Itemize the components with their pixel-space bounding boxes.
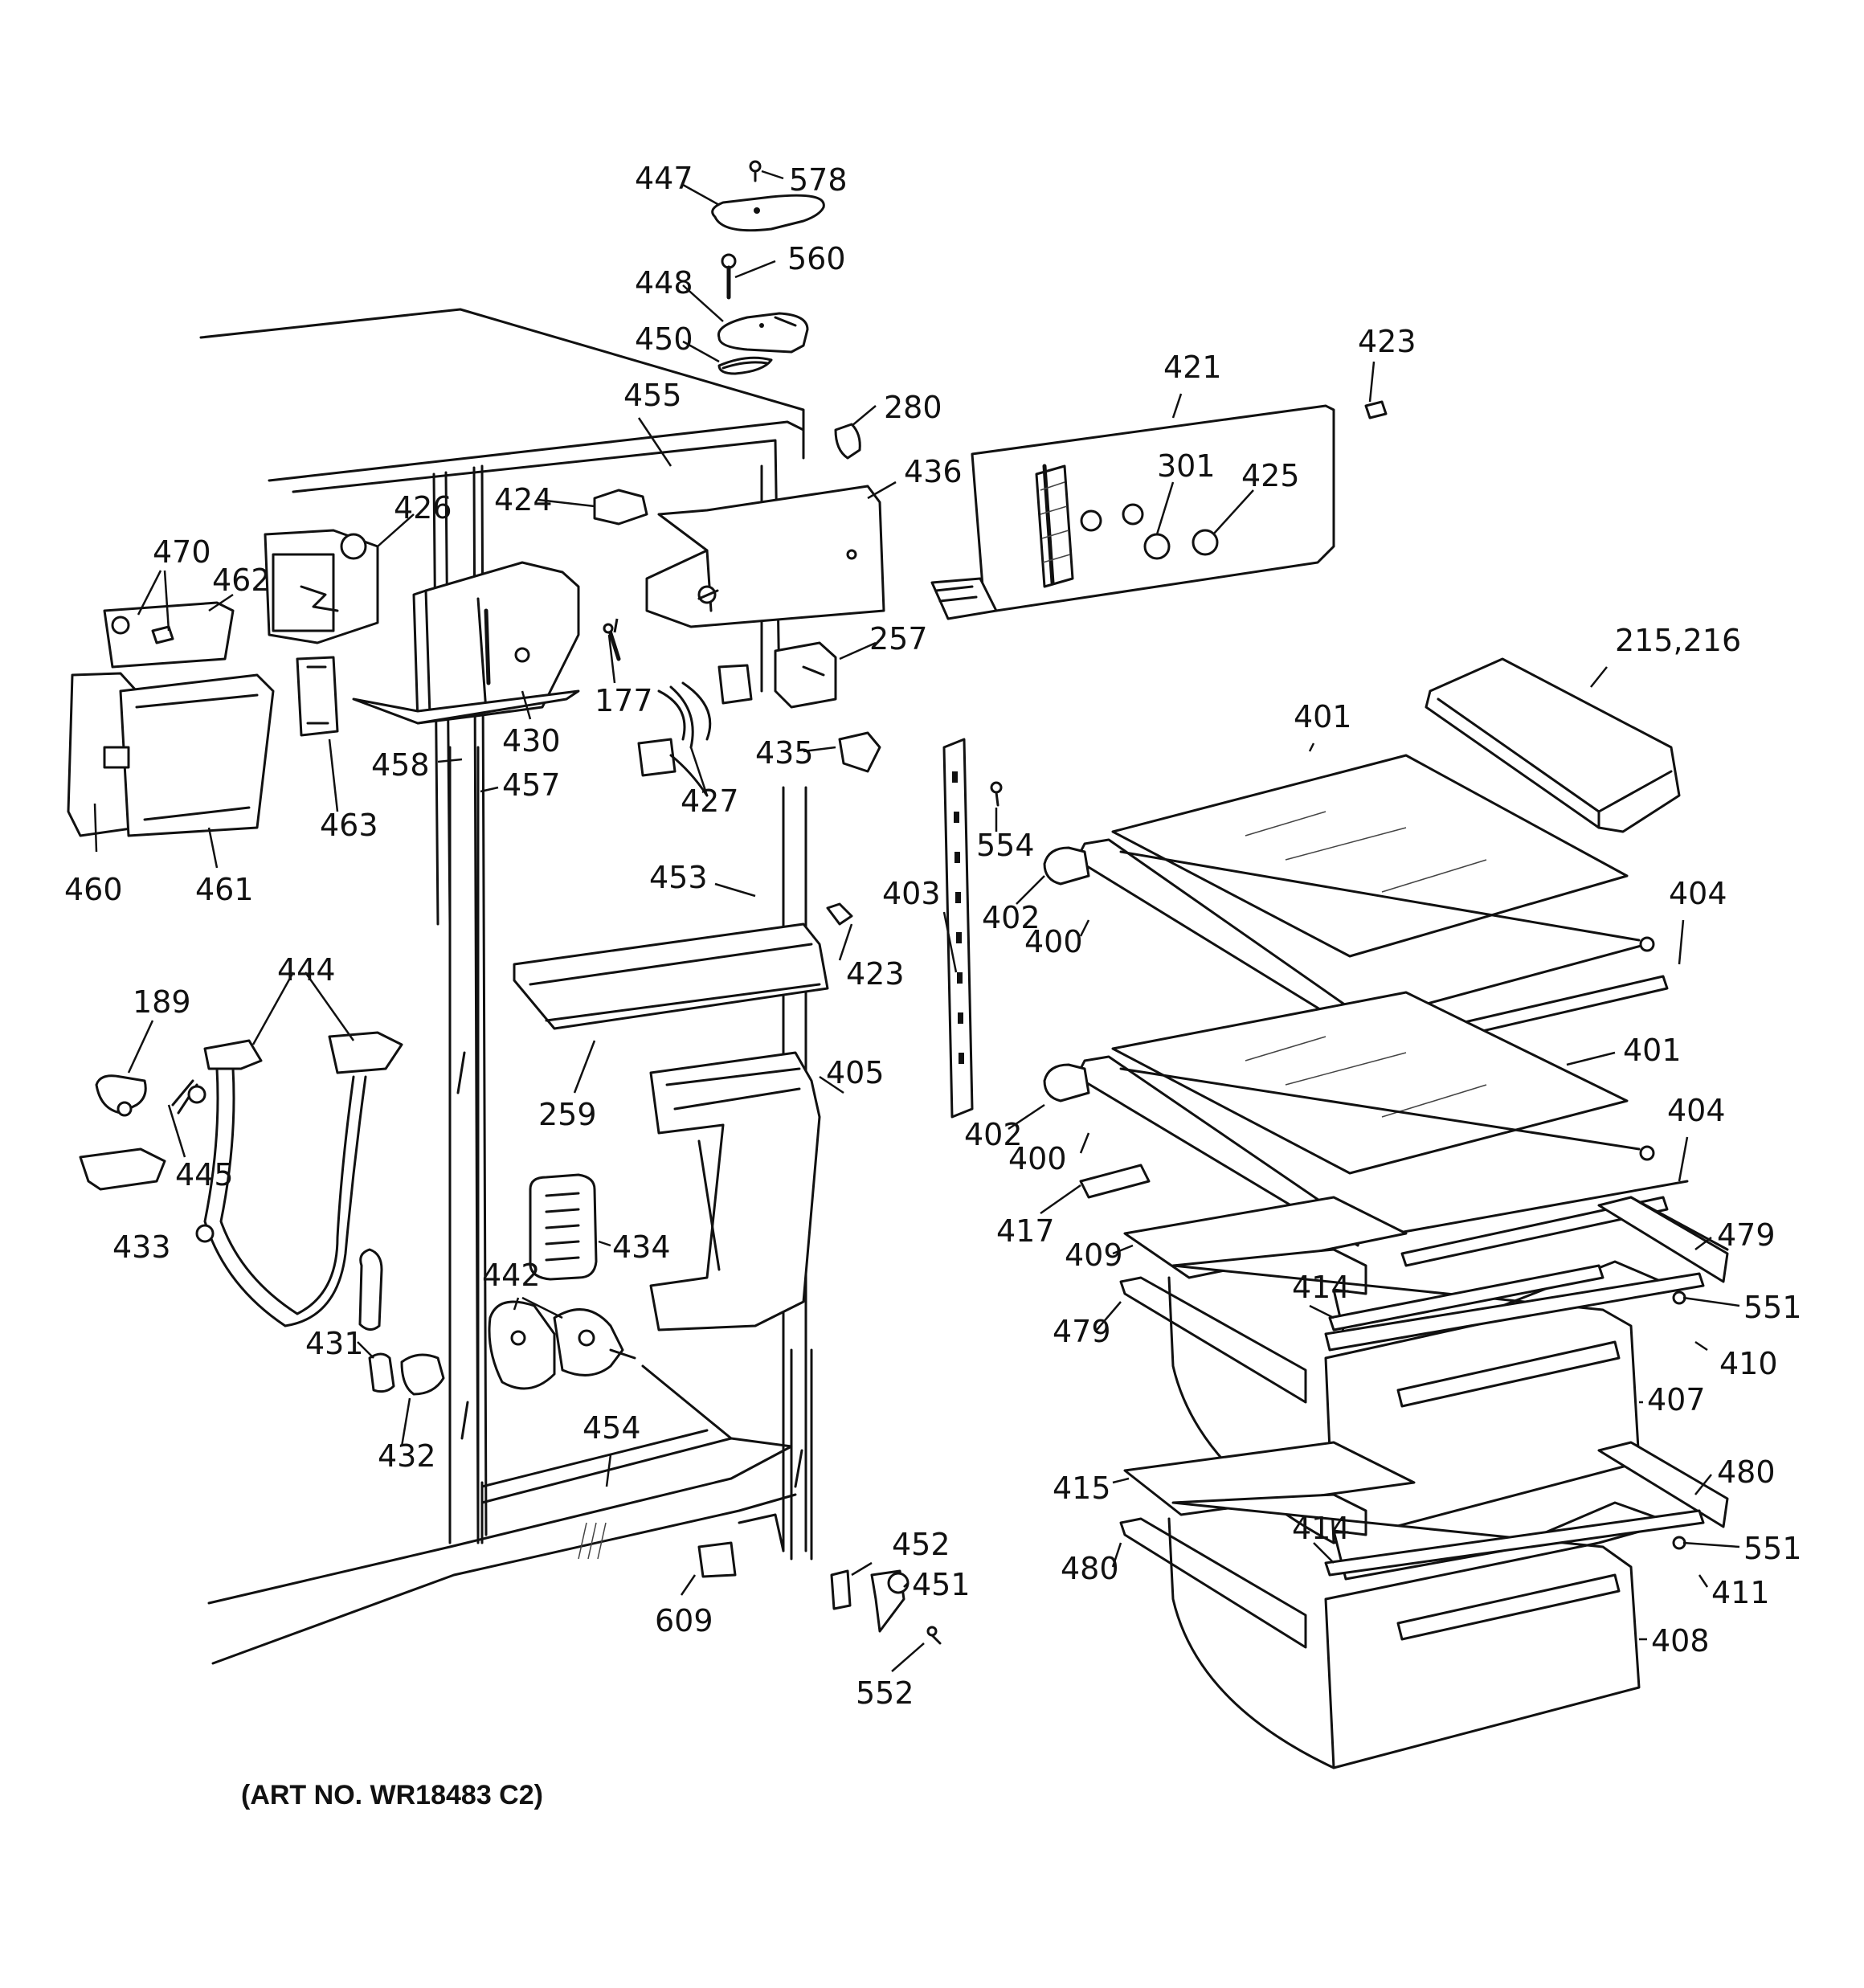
glass-shelf-lower (1043, 991, 1689, 1267)
callout-189: 189 (133, 984, 191, 1020)
callout-301: 301 (1157, 448, 1216, 484)
callout-257: 257 (869, 621, 928, 657)
callout-417: 417 (996, 1213, 1055, 1249)
leader-lines (93, 170, 1740, 1672)
callout-407: 407 (1647, 1382, 1706, 1417)
callout-447: 447 (635, 161, 693, 196)
callout-414-upper: 414 (1292, 1270, 1351, 1305)
callout-280: 280 (884, 390, 942, 425)
callout-408: 408 (1651, 1623, 1710, 1659)
art-number-caption: (ART NO. WR18483 C2) (241, 1780, 543, 1810)
middle-parts (358, 902, 942, 1645)
callout-462: 462 (212, 562, 271, 598)
callout-460: 460 (64, 872, 123, 907)
callout-463: 463 (320, 808, 378, 843)
callout-402-lower: 402 (964, 1117, 1023, 1152)
callout-554: 554 (976, 828, 1035, 863)
control-housing-parts (67, 485, 885, 837)
callout-480-right: 480 (1717, 1454, 1776, 1490)
callout-457: 457 (502, 767, 561, 803)
callout-426: 426 (394, 490, 452, 526)
callout-430: 430 (502, 723, 561, 759)
callout-404-lower: 404 (1667, 1093, 1726, 1128)
callout-470: 470 (153, 534, 211, 570)
callout-401-upper: 401 (1294, 699, 1352, 734)
callout-444: 444 (277, 952, 336, 988)
callout-410: 410 (1719, 1346, 1778, 1381)
callout-401-lower: 401 (1623, 1033, 1682, 1068)
control-panel-421 (930, 400, 1388, 620)
callout-177: 177 (595, 683, 653, 718)
callout-552: 552 (856, 1675, 914, 1711)
callout-433: 433 (112, 1229, 171, 1265)
callout-labels: 447 578 448 560 450 455 280 421 423 426 … (64, 161, 1802, 1711)
callout-479-left: 479 (1053, 1314, 1111, 1349)
water-parts (79, 1031, 403, 1327)
callout-458: 458 (371, 747, 430, 783)
callout-423-top: 423 (1358, 324, 1416, 359)
shelf-rail-403 (942, 738, 1003, 1119)
callout-551-lower: 551 (1743, 1531, 1802, 1566)
callout-421: 421 (1163, 350, 1222, 385)
callout-414-lower: 414 (1292, 1511, 1351, 1546)
callout-442: 442 (482, 1258, 541, 1293)
callout-215-216: 215,216 (1615, 623, 1741, 658)
callout-448: 448 (635, 265, 693, 301)
callout-455: 455 (623, 378, 682, 413)
callout-551-upper: 551 (1743, 1290, 1802, 1325)
callout-425: 425 (1241, 458, 1300, 493)
callout-432: 432 (378, 1438, 436, 1474)
door-bin-215 (1425, 657, 1681, 833)
callout-427: 427 (681, 783, 739, 819)
callout-454: 454 (582, 1410, 641, 1446)
callout-424: 424 (494, 482, 553, 517)
callout-415: 415 (1053, 1471, 1111, 1506)
callout-259: 259 (538, 1097, 597, 1132)
callout-461: 461 (195, 872, 254, 907)
callout-436: 436 (904, 454, 963, 489)
callout-434: 434 (612, 1229, 671, 1265)
callout-404-upper: 404 (1669, 876, 1727, 911)
callout-479-right: 479 (1717, 1217, 1776, 1253)
callout-423-mid: 423 (846, 956, 905, 992)
callout-609: 609 (655, 1603, 713, 1638)
callout-452: 452 (892, 1527, 950, 1562)
callout-435: 435 (755, 735, 814, 771)
callout-400-upper: 400 (1024, 924, 1083, 959)
callout-403: 403 (882, 876, 941, 911)
callout-405: 405 (826, 1055, 885, 1090)
callout-480-left: 480 (1061, 1551, 1119, 1586)
callout-411: 411 (1711, 1575, 1770, 1610)
crisper-assembly (1079, 1164, 1729, 1769)
callout-578: 578 (789, 162, 848, 198)
top-hinge-assembly (711, 160, 861, 460)
callout-400-lower: 400 (1008, 1141, 1067, 1176)
callout-450: 450 (635, 321, 693, 357)
callout-402-upper: 402 (982, 900, 1040, 935)
callout-445: 445 (175, 1157, 234, 1192)
callout-560: 560 (787, 241, 846, 276)
callout-451: 451 (912, 1567, 971, 1602)
callout-453: 453 (649, 860, 708, 895)
callout-409: 409 (1065, 1237, 1123, 1273)
callout-431: 431 (305, 1326, 364, 1361)
